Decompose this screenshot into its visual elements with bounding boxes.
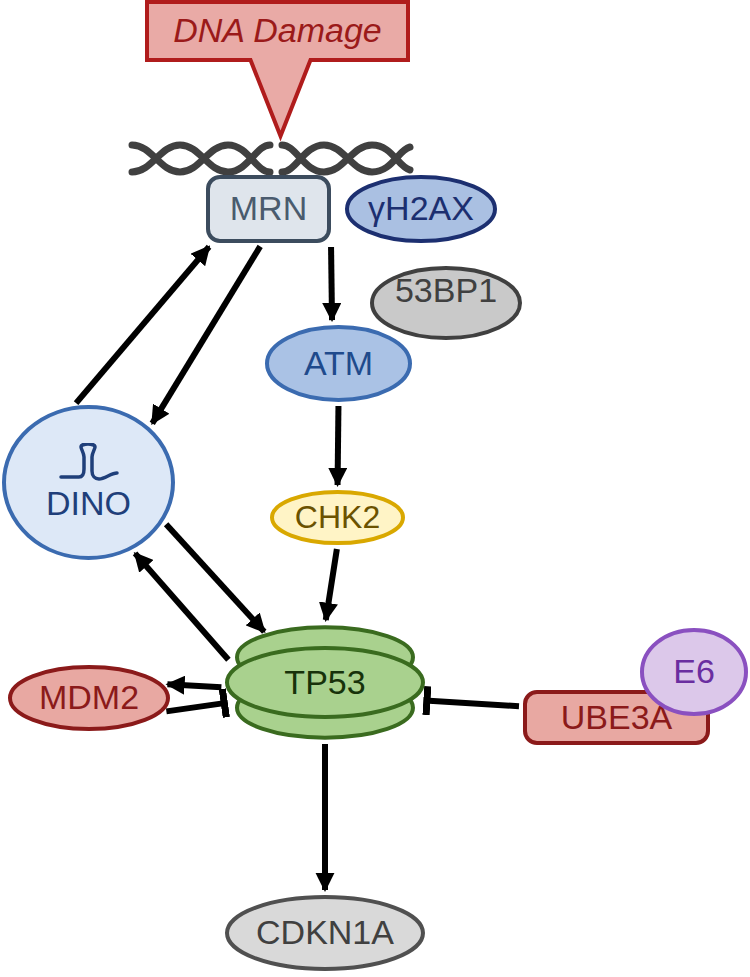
viral-protein-circle: E6 [640,628,748,716]
protein-ellipse: CHK2 [270,490,405,545]
node-label: TP53 [284,664,365,701]
protein-ellipse: 53BP1 [370,266,522,340]
lncrna-circle: DINO [2,405,175,560]
protein-ellipse: γH2AX [345,175,497,243]
process-box: MRN [206,175,331,243]
arrow-connector [328,247,335,320]
node-label: MRN [230,190,307,227]
dna-strand [282,145,410,172]
dna-strand [132,145,270,172]
arrow-connector [166,524,264,632]
arrow-connector [322,744,328,890]
node-label: ATM [304,345,373,382]
arrow-connector [335,406,342,485]
arrow-connector [76,247,209,403]
inhibition-connector [166,703,226,712]
node-label: 53BP1 [395,272,497,309]
protein-ellipse: ATM [265,325,412,402]
node-label: γH2AX [368,190,474,227]
protein-ellipse: CDKN1A [225,895,425,971]
node-label: MDM2 [39,679,139,716]
arrow-connector [167,684,221,687]
damage-callout: DNA Damage [145,0,410,62]
dna-strand [282,145,410,172]
arrow-connector [326,549,337,620]
dna-strand [132,145,270,172]
node-label: UBE3A [561,699,673,736]
node-outline [2,405,175,560]
node-label: E6 [673,653,715,690]
protein-trimer: TP53 [225,625,425,740]
lncrna-icon [59,443,119,483]
arrow-connector [135,553,228,659]
node-label: DNA Damage [173,12,381,49]
inhibition-connector [425,701,519,707]
node-label: CDKN1A [256,914,394,951]
node-label: CHK2 [295,500,380,535]
node-label: DINO [46,485,131,522]
arrow-connector [152,246,260,423]
protein-ellipse: MDM2 [8,665,170,731]
